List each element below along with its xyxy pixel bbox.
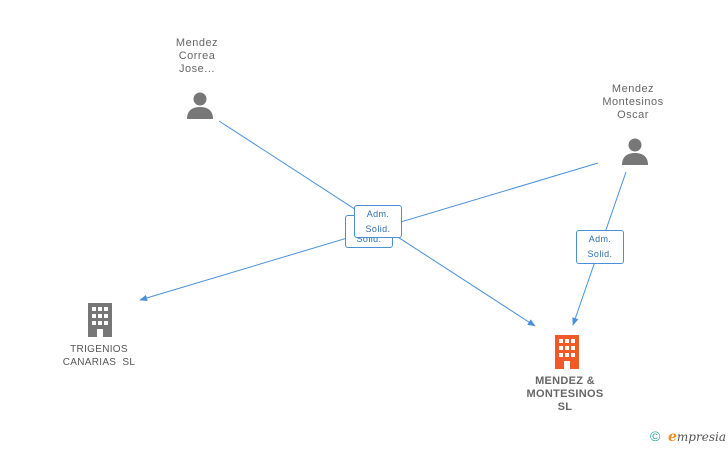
brand-rest: mpresia bbox=[676, 430, 726, 444]
company-name-line: MONTESINOS bbox=[526, 388, 604, 400]
role-badge-line: Adm. bbox=[588, 234, 612, 244]
person-label-mendez-montesinos: Mendez Montesinos Oscar bbox=[586, 83, 680, 122]
person-icon[interactable] bbox=[620, 136, 650, 166]
role-badge-line: Adm. bbox=[366, 209, 390, 219]
role-badge[interactable]: Adm. Solid. bbox=[354, 205, 402, 238]
person-name-line: Correa bbox=[178, 50, 216, 62]
brand-initial: e bbox=[668, 429, 677, 445]
building-icon[interactable] bbox=[86, 303, 114, 337]
person-name-line: Jose... bbox=[179, 63, 215, 75]
person-label-mendez-correa: Mendez Correa Jose... bbox=[150, 37, 244, 76]
person-name-line: Montesinos bbox=[602, 96, 664, 108]
copyright-icon: © bbox=[650, 428, 661, 444]
brand-logo[interactable]: empresia bbox=[668, 429, 726, 445]
company-name-line: TRIGENIOS bbox=[70, 344, 128, 355]
person-name-line: Mendez bbox=[175, 37, 219, 49]
company-name-line: MENDEZ & bbox=[535, 375, 595, 387]
person-icon[interactable] bbox=[185, 90, 215, 120]
role-badge[interactable]: Adm. Solid. bbox=[576, 230, 624, 264]
company-name-line: CANARIAS SL bbox=[62, 357, 136, 368]
role-badge-line: Solid. bbox=[587, 249, 613, 259]
building-icon[interactable] bbox=[553, 335, 581, 369]
company-label-mendez-montesinos[interactable]: MENDEZ & MONTESINOS SL bbox=[510, 375, 620, 414]
role-badge-line: Solid. bbox=[365, 224, 391, 234]
person-name-line: Oscar bbox=[617, 109, 649, 121]
role-badge-line: Solid. bbox=[356, 234, 382, 244]
company-name-line: SL bbox=[557, 401, 573, 413]
person-name-line: Mendez bbox=[611, 83, 655, 95]
company-label-trigenios[interactable]: TRIGENIOS CANARIAS SL bbox=[46, 343, 152, 369]
